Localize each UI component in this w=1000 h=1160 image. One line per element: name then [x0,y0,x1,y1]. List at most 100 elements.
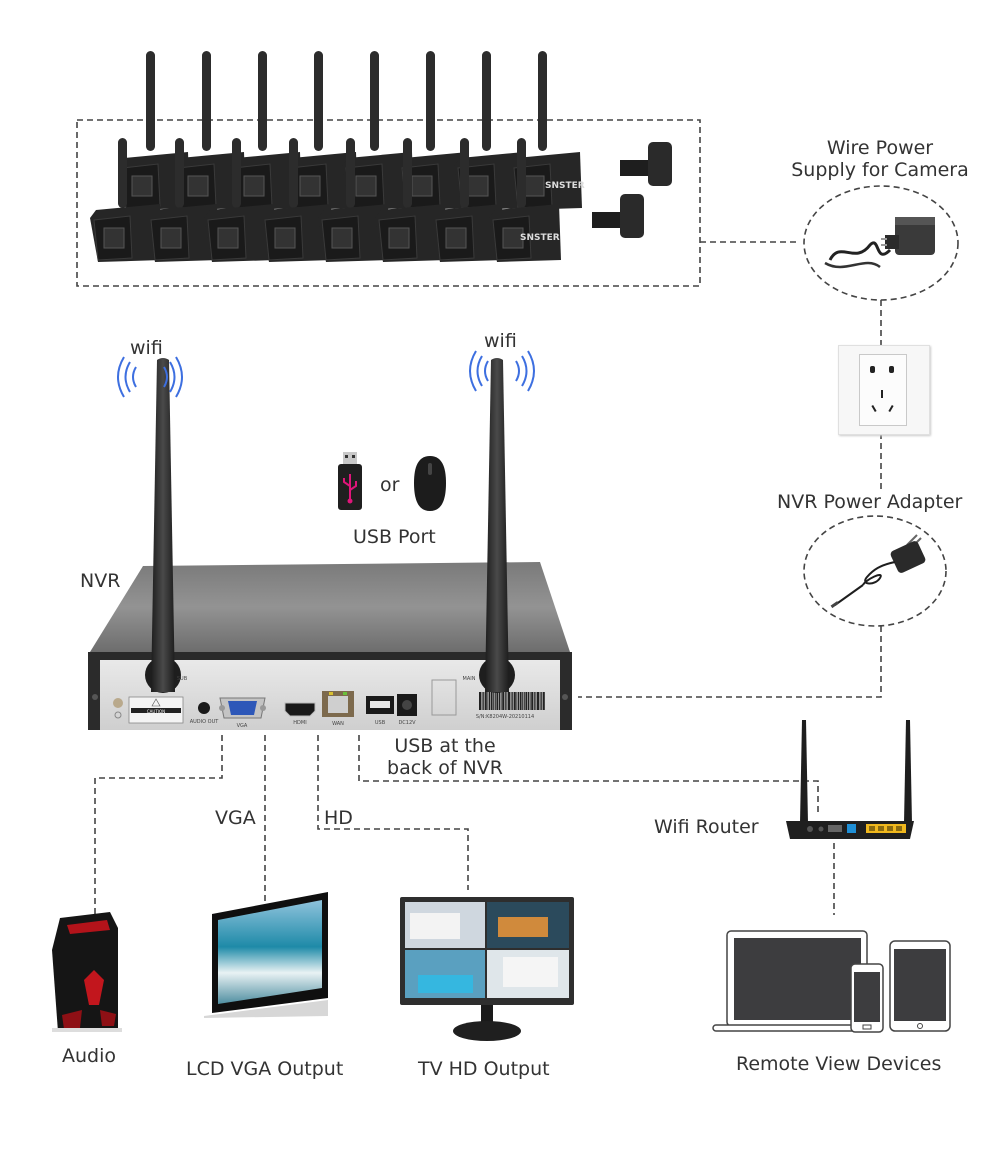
camera-11 [204,138,276,262]
barcode-bar [506,692,508,710]
audio-pc-tower-image [52,912,122,1032]
mouse-icon [414,456,446,511]
nvr-device: AUDIO OUT VGA HDMI WAN USB DC12V SUB MAI… [88,358,572,730]
wifi-router-label: Wifi Router [654,816,759,838]
wifi-label-right: wifi [484,330,517,352]
remote-view-devices-label: Remote View Devices [736,1053,942,1075]
barcode-bar [502,692,505,710]
barcode-bar [510,692,512,710]
camera-group-box [76,119,701,287]
camera-12 [261,138,333,262]
label-line: Wire Power [826,137,934,159]
barcode-bar [512,692,514,710]
barcode-bar [500,692,502,710]
camera-13 [318,138,390,262]
usb-drive-icon [338,452,362,510]
nvr-label: NVR [80,570,121,592]
vga-label: VGA [215,807,256,829]
barcode-bar [537,692,539,710]
barcode-bar [481,692,483,710]
barcode-bar [542,692,545,710]
barcode-bar [513,692,516,710]
phone-icon [850,963,884,1033]
svg-text:WAN: WAN [332,721,344,727]
svg-text:VGA: VGA [237,723,248,729]
camera-14 [375,138,447,262]
svg-text:DC12V: DC12V [398,720,416,726]
barcode-bar [533,692,535,710]
wifi-waves-icon-left [117,356,183,398]
audio-label: Audio [62,1045,117,1067]
svg-text:SUB: SUB [177,676,188,682]
adapter-ellipse [803,515,947,627]
remote-view-devices-image [712,930,951,1033]
camera-power-supply-image [824,217,935,269]
camera-mount [592,194,644,238]
nvr-power-adapter-label: NVR Power Adapter [777,491,963,513]
tv-hd-output-label: TV HD Output [418,1058,550,1080]
barcode-bar [489,692,490,710]
serial-barcode [479,692,545,710]
barcode-bar [541,692,543,710]
camera-8 [510,51,582,210]
hd-label: HD [324,807,353,829]
barcode-bar [516,692,518,710]
camera-mount [620,142,672,186]
barcode-bar [496,692,499,710]
svg-text:AUDIO OUT: AUDIO OUT [190,719,220,725]
nvr-antenna-left [151,358,175,692]
barcode-bar [483,692,485,710]
svg-text:S/N:K8204W-20210114: S/N:K8204W-20210114 [476,714,534,720]
nvr-power-adapter-image [830,534,926,609]
label-line: Supply for Camera [791,159,969,181]
nvr-antenna-right [485,358,509,692]
barcode-bar [525,692,528,710]
barcode-bar [484,692,487,710]
barcode-bar [531,692,534,710]
svg-text:HDMI: HDMI [293,720,306,726]
camera-16 [489,138,561,262]
adapter-nvr-line [578,626,882,698]
tv-hd-monitor-image [400,897,574,1041]
camera-brand-logo: SNSTER [520,233,560,243]
wifi-router-image [786,720,914,839]
wifi-waves-icon-right [469,350,535,392]
barcode-bar [522,692,524,710]
barcode-bar [493,692,495,710]
camera-3 [230,51,302,210]
barcode-bar [508,692,510,710]
usb-or-label: or [380,474,400,496]
svg-text:CAUTION: CAUTION [147,709,165,714]
barcode-bar [487,692,489,710]
barcode-bar [494,692,496,710]
wire-power-supply-label: Wire Power Supply for Camera [770,137,990,181]
barcode-bar [519,692,522,710]
camera-4 [286,51,358,210]
svg-text:USB: USB [375,720,386,726]
barcode-bar [499,692,500,710]
camera-brand-logo: SNSTER [545,181,585,191]
camera-15 [432,138,504,262]
camera-9 [90,138,162,262]
barcode-bar [539,692,541,710]
camera-10 [147,138,219,262]
wifi-label-left: wifi [130,337,163,359]
barcode-bar [479,692,481,710]
camera-5 [342,51,414,210]
lcd-vga-monitor-image [204,892,328,1018]
laptop-icon [712,930,874,1032]
barcode-bar [490,692,493,710]
barcode-bar [528,692,529,710]
barcode-bar [504,692,506,710]
usb-back-label: USB at the back of NVR [380,735,510,779]
hd-line [317,735,469,890]
barcode-bar [518,692,519,710]
barcode-bar [535,692,537,710]
label-line: back of NVR [387,757,503,779]
usb-port-label: USB Port [353,526,436,548]
lcd-vga-output-label: LCD VGA Output [186,1058,344,1080]
tablet-icon [889,940,951,1032]
barcode-bar [523,692,525,710]
